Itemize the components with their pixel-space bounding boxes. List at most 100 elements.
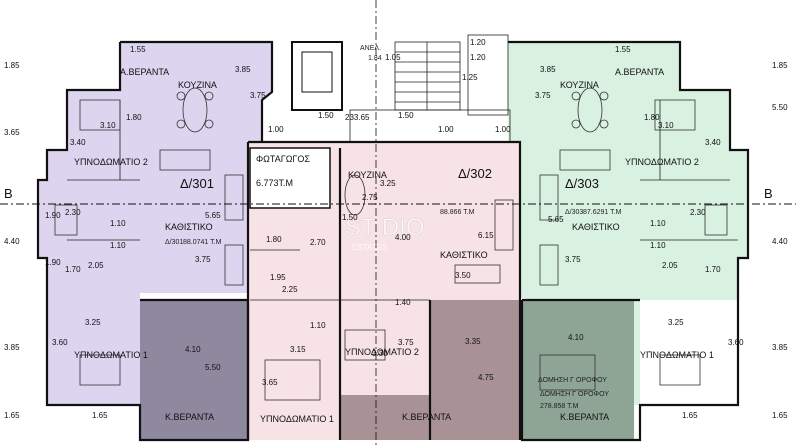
dim-110d: 1.10 — [650, 241, 666, 250]
dim-b2-w: 3.10 — [100, 121, 116, 130]
dim-edge-440r: 4.40 — [772, 237, 788, 246]
dim-205b: 2.05 — [662, 261, 678, 270]
u303-area: 87.6291 Τ.Μ — [583, 209, 622, 216]
dim-liv-h: 5.65 — [205, 211, 221, 220]
dim-b1-h-r: 3.60 — [728, 338, 744, 347]
dim-ver-h: 5.50 — [205, 363, 221, 372]
dim-bath-w: 2.30 — [65, 208, 81, 217]
lift-label: ΑΝΕΛ. — [360, 45, 381, 52]
dim-100a: 1.00 — [268, 125, 284, 134]
dim-edge-385r: 3.85 — [772, 343, 788, 352]
watermark-sub: ESTATES — [352, 243, 387, 252]
u302-living: ΚΑΘΙΣΤΙΚΟ — [440, 250, 488, 260]
u303-code: Δ/303 — [565, 176, 599, 191]
u301-area: 88.0741 Τ.Μ — [183, 239, 222, 246]
u302-code: Δ/302 — [458, 166, 492, 181]
u301-bedroom2: ΥΠΝΟΔΩΜΑΤΙΟ 2 — [74, 157, 148, 167]
dim-bath-w-r: 2.30 — [690, 208, 706, 217]
u301-area-prefix: Δ/301 — [165, 239, 183, 246]
u301-veranda-top: Α.ΒΕΡΑΝΤΑ — [120, 67, 169, 77]
dim-m-140: 1.40 — [395, 298, 411, 307]
dim-corr: 233.65 — [345, 113, 370, 122]
dim-stair-e: 1.50 — [318, 111, 334, 120]
unit-301 — [38, 42, 272, 440]
dim-m-270: 2.70 — [310, 238, 326, 247]
u302-kitchen: ΚΟΥΖΙΝΑ — [348, 170, 387, 180]
dim-k-top-r: 3.85 — [540, 65, 556, 74]
dim-b2-w-r: 3.10 — [658, 121, 674, 130]
dim-b2-h-r: 3.40 — [705, 138, 721, 147]
unit-301-area — [38, 42, 272, 300]
furniture — [54, 87, 728, 401]
u301-code: Δ/301 — [180, 176, 214, 191]
dim-stair-c: 1.20 — [470, 53, 486, 62]
dim-170b: 1.70 — [705, 265, 721, 274]
dim-m-180: 1.80 — [266, 235, 282, 244]
lift-shaft — [291, 41, 343, 111]
u301-bedroom1: ΥΠΝΟΔΩΜΑΤΙΟ 1 — [74, 350, 148, 360]
dim-b1-w: 3.25 — [85, 318, 101, 327]
dim-m-195: 1.95 — [270, 273, 286, 282]
dim-m-400: 4.00 — [395, 233, 411, 242]
dim-stair-d: 1.25 — [462, 73, 478, 82]
floor-area: 278.858 Τ.Μ — [540, 403, 579, 410]
dim-m-335: 3.35 — [465, 337, 481, 346]
dim-edge-550: 5.50 — [772, 103, 788, 112]
dim-190b: 1.90 — [45, 258, 61, 267]
dim-170a: 1.70 — [65, 265, 81, 274]
dim-m-liv-w: 3.50 — [455, 271, 471, 280]
dim-bot-165b: 1.65 — [682, 411, 698, 420]
u302-bedroom2: ΥΠΝΟΔΩΜΑΤΙΟ 2 — [345, 347, 419, 357]
dim-edge-440: 4.40 — [4, 237, 20, 246]
u301-living: ΚΑΘΙΣΤΙΚΟ — [165, 222, 213, 232]
dim-liv-h-r: 5.65 — [548, 215, 564, 224]
unit-302-veranda-east — [430, 300, 520, 440]
dim-b2-h2: 1.80 — [126, 113, 142, 122]
dim-bot-165a: 1.65 — [92, 411, 108, 420]
dim-stair-f: 1.50 — [398, 111, 414, 120]
unit-303-veranda — [522, 300, 634, 440]
dim-edge-185b: 1.85 — [772, 61, 788, 70]
dimensions: 1.55 3.85 3.75 3.10 3.40 1.80 1.00 5.65 … — [4, 38, 788, 420]
dim-b2-h2-r: 1.80 — [644, 113, 660, 122]
dim-ver-w: 4.10 — [185, 345, 201, 354]
dim-liv-w: 3.75 — [195, 255, 211, 264]
dim-m-kit-h: 2.75 — [362, 193, 378, 202]
dim-ver-w-r: 4.10 — [568, 333, 584, 342]
lightwell-area: 6.773Τ.Μ — [256, 178, 293, 188]
lift-dim: 1.84 — [368, 55, 382, 62]
dim-stair-a: 1.05 — [385, 53, 401, 62]
dim-m-kit-w: 3.25 — [380, 179, 396, 188]
dim-edge-365: 3.65 — [4, 128, 20, 137]
u303-bedroom1: ΥΠΝΟΔΩΜΑΤΙΟ 1 — [640, 350, 714, 360]
unit-302 — [248, 142, 520, 440]
u303-veranda: Κ.ΒΕΡΑΝΤΑ — [560, 412, 609, 422]
section-label-right: B — [764, 186, 773, 201]
stairs — [394, 41, 461, 111]
dim-m-liv-h: 6.15 — [478, 231, 494, 240]
dim-edge-185a: 1.85 — [4, 61, 20, 70]
dim-edge-165a: 1.65 — [4, 411, 20, 420]
dim-m-110: 1.10 — [310, 321, 326, 330]
dim-edge-385: 3.85 — [4, 343, 20, 352]
dim-100c: 1.00 — [495, 125, 511, 134]
u303-living: ΚΑΘΙΣΤΙΚΟ — [572, 222, 620, 232]
u303-bedroom2: ΥΠΝΟΔΩΜΑΤΙΟ 2 — [625, 157, 699, 167]
u302-bedroom1: ΥΠΝΟΔΩΜΑΤΙΟ 1 — [260, 414, 334, 424]
dim-m-330: 3.30 — [372, 349, 388, 358]
floor-note-2: ΔΟΜΗΣΗ Γ ΟΡΟΦΟΥ — [540, 391, 609, 398]
dim-top-left2: 1.55 — [615, 45, 631, 54]
dim-m-225: 2.25 — [282, 285, 298, 294]
walls — [36, 40, 750, 442]
lightwell — [249, 147, 331, 209]
unit-301-veranda — [140, 300, 248, 440]
dim-liv-w-r: 3.75 — [565, 255, 581, 264]
dim-m-315: 3.15 — [290, 345, 306, 354]
section-label-left: B — [4, 186, 13, 201]
u303-area-prefix: Δ/303 — [565, 209, 583, 216]
dim-m-375: 3.75 — [398, 338, 414, 347]
dim-m-365: 3.65 — [262, 378, 278, 387]
lift-car — [301, 51, 333, 93]
unit-301-bedroom1-area — [47, 300, 140, 405]
dim-100b: 1.00 — [438, 125, 454, 134]
